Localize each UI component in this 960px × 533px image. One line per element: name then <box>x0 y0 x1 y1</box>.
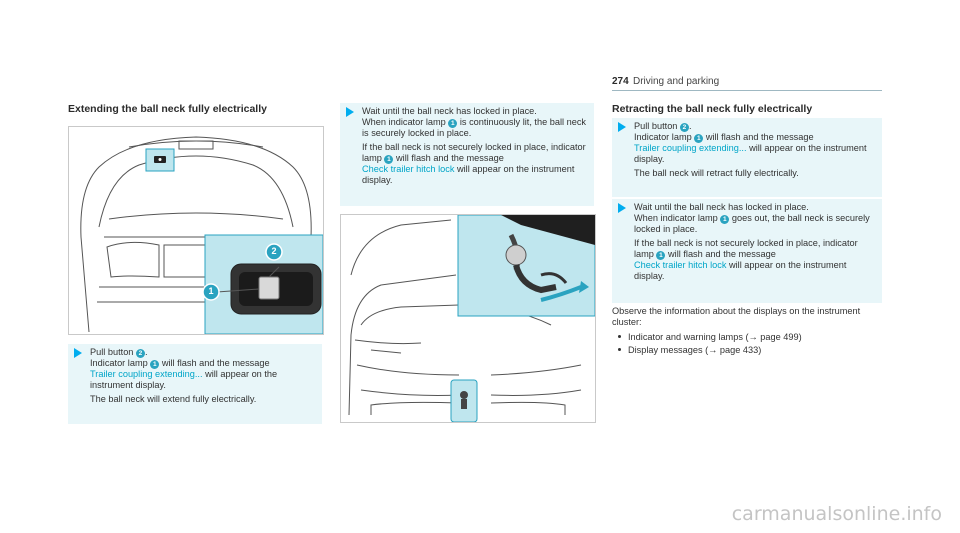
step-text: If the ball neck is not securely locked … <box>634 238 858 259</box>
observe-text: Observe the information about the displa… <box>612 306 861 327</box>
step-arrow-icon <box>346 107 354 117</box>
number-badge: 1 <box>384 155 394 164</box>
bullet-text: Indicator and warning lamps (→ page 499) <box>628 332 802 342</box>
heading-extending: Extending the ball neck fully electrical… <box>68 103 267 115</box>
step-text: will appear on the instrument display. <box>90 369 278 390</box>
number-badge: 1 <box>656 251 666 260</box>
display-message: Trailer coupling extending... <box>634 143 747 153</box>
step-text: Wait until the ball neck has locked in p… <box>362 106 537 116</box>
step-text: will flash and the message <box>161 358 270 368</box>
display-message: Check trailer hitch lock <box>362 164 455 174</box>
callout-1-label: 1 <box>208 286 214 296</box>
step-text: is continuously lit, the ball neck is se… <box>362 117 587 138</box>
number-badge: 1 <box>448 119 458 128</box>
step-extend: Pull button 2. Indicator lamp 1 will fla… <box>68 344 322 424</box>
step-note: The ball neck will retract fully electri… <box>634 168 799 178</box>
step-text: will appear on the instrument display. <box>634 260 847 281</box>
bullet-text: Display messages (→ page 433) <box>628 345 762 355</box>
step-text: When indicator lamp <box>634 213 718 223</box>
step-wait-lock: Wait until the ball neck has locked in p… <box>340 103 594 206</box>
page-number: 274 <box>612 76 629 87</box>
step-text: Pull button <box>90 347 134 357</box>
trunk-illustration-svg <box>80 136 323 334</box>
number-badge: 2 <box>679 123 689 132</box>
step-text: will flash and the message <box>396 153 504 163</box>
bullet-item: Display messages (→ page 433) <box>618 345 761 356</box>
step-text: Pull button <box>634 121 678 131</box>
step-arrow-icon <box>74 348 82 358</box>
number-badge: 1 <box>150 360 160 369</box>
step-text: Indicator lamp <box>90 358 148 368</box>
figure-trunk-illustration: 2 1 <box>68 126 324 335</box>
step-text: When indicator lamp <box>362 117 446 127</box>
step-retract: Pull button 2. Indicator lamp 1 will fla… <box>612 118 882 197</box>
step-text: will flash and the message <box>705 132 814 142</box>
step-note: The ball neck will extend fully electric… <box>90 394 257 404</box>
display-message: Trailer coupling extending... <box>90 369 203 379</box>
display-message: Check trailer hitch lock <box>634 260 727 270</box>
step-text: If the ball neck is not securely locked … <box>362 142 586 163</box>
number-badge: 1 <box>720 215 730 224</box>
bullet-item: Indicator and warning lamps (→ page 499) <box>618 332 802 343</box>
step-text: will appear on the instrument display. <box>634 143 867 164</box>
callout-2-label: 2 <box>271 246 277 256</box>
bullet-dot-icon <box>618 335 621 338</box>
number-badge: 1 <box>694 134 704 143</box>
step-arrow-icon <box>618 203 626 213</box>
step-text: Indicator lamp <box>634 132 692 142</box>
step-text: Wait until the ball neck has locked in p… <box>634 202 809 212</box>
section-title: Driving and parking <box>633 76 720 87</box>
bullet-dot-icon <box>618 348 621 351</box>
step-arrow-icon <box>618 122 626 132</box>
rear-illustration-svg <box>348 215 595 422</box>
number-badge: 2 <box>135 349 145 358</box>
step-text: will appear on the instrument display. <box>362 164 575 185</box>
step-text: will flash and the message <box>668 249 776 259</box>
heading-retracting: Retracting the ball neck fully electrica… <box>612 103 813 115</box>
figure-rear-illustration <box>340 214 596 423</box>
step-text: goes out, the ball neck is securely lock… <box>634 213 870 234</box>
step-retract-wait: Wait until the ball neck has locked in p… <box>612 199 882 303</box>
watermark: carmanualsonline.info <box>731 503 942 525</box>
header-rule <box>612 90 882 91</box>
